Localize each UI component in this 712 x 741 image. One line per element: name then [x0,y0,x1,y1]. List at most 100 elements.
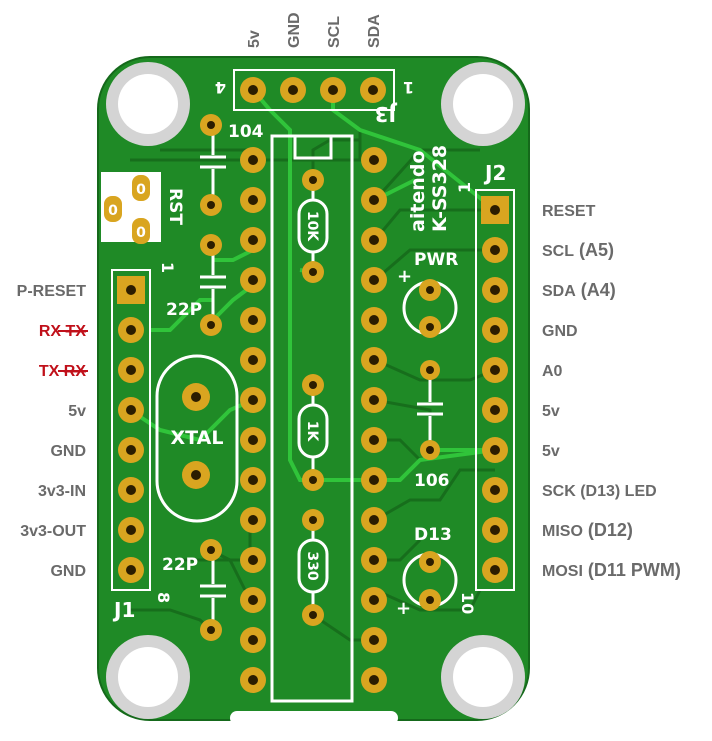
d13-plus-label: + [396,598,411,619]
j3-pin-pad-hole [368,85,378,95]
j3-pin-pad [280,77,306,103]
j3-outline [233,69,395,111]
right-pin-label: RESET [542,203,596,220]
jumper-pad [132,175,150,201]
j2-pin-pad-hole [490,565,500,575]
ic-pad [361,427,387,453]
j3-pin-pad [320,77,346,103]
board-edge-tab [230,711,398,725]
ic-pad [240,267,266,293]
right-pin-label: MOSI (D11 PWM) [542,560,681,580]
ic-pad-hole [369,235,379,245]
xtal-label: XTAL [171,427,224,449]
d13-label: D13 [414,525,452,545]
resistor-330-pad-hole [309,611,317,619]
j3-pin-pad-hole [248,85,258,95]
cap-22p-top-label: 22P [166,300,202,320]
right-pin-label: SCK (D13) LED [542,483,657,500]
mounting-hole-center [453,647,513,707]
jumper-label-0b: 0 [108,203,118,219]
ic-pad-hole [248,515,258,525]
j1-pin-pad-hole [126,485,136,495]
j2-pin-pad-hole [490,485,500,495]
resistor-330-pad-hole [309,516,317,524]
j2-pin-pad [482,237,508,263]
j3-pin-pad [240,77,266,103]
xtal-pad-hole [191,392,201,402]
ic-left-pads [240,147,266,693]
xtal-pad-hole [191,470,201,480]
j1-pin-pad [118,357,144,383]
j2-outline [475,189,515,591]
ic-pad [361,627,387,653]
right-pin-label-main: A0 [542,363,563,380]
cap-22p-bottom-pad-hole [207,546,215,554]
left-pin-label-active: RX [39,323,66,340]
mounting-hole-center [118,74,178,134]
j1-pin-pad [118,517,144,543]
left-pin-label: 5v [68,403,86,420]
top-pin-label: SCL [326,16,343,48]
j1-pin-pad [117,276,145,304]
ic-pad [240,467,266,493]
j1-pin-pad [118,477,144,503]
right-pin-label-main: 5v [542,403,560,420]
xtal-outline [155,354,239,523]
ic-pad-hole [248,435,258,445]
ic-pad-hole [248,475,258,485]
resistor-10k-pad-hole [309,176,317,184]
rst-jumper: 0 0 0 [101,172,161,244]
right-pin-label: 5v [542,443,560,460]
j3-pin4-label: 4 [215,78,226,97]
ic-pad [240,387,266,413]
j2-pin-pad-hole [490,205,500,215]
j2-pin-pad [482,477,508,503]
j2-pin-pad [482,277,508,303]
j3-pads [240,77,386,103]
jumper-pad [132,218,150,244]
ic-pad [361,307,387,333]
resistor-1k-label: 1K [304,421,320,443]
left-pin-label: P-RESET [17,283,87,300]
d13-led-pad-hole [426,596,434,604]
ic-pad-hole [369,475,379,485]
ic-pad-hole [369,355,379,365]
j1-pin-pad-hole [126,445,136,455]
ic-pad-hole [369,435,379,445]
j2-pin-pad [482,557,508,583]
right-pin-label-main: MISO [542,523,583,540]
cap-22p-bottom-label: 22P [162,555,198,575]
right-pin-label-main: RESET [542,203,596,220]
j1-pin-pad [118,397,144,423]
ic-pad-hole [369,155,379,165]
j2-pin-pad-hole [490,365,500,375]
d13-led-pad-hole [426,558,434,566]
model-label: K-SS328 [429,145,451,232]
cap-22p-top-pad-hole [207,321,215,329]
resistor-1k-pad-hole [309,476,317,484]
left-pin8-label: 8 [154,592,173,603]
ic-notch [293,134,333,160]
j3-pin-pad-hole [328,85,338,95]
cap-104-pad-hole [207,121,215,129]
j1-pin-pad-hole [126,565,136,575]
cap-106-pad-hole [426,446,434,454]
j2-pads [481,196,509,583]
j1-pin-pad-hole [126,405,136,415]
j2-pin-pad-hole [490,405,500,415]
ic-pad [361,147,387,173]
ic-pad [240,587,266,613]
j2-pin-pad [481,196,509,224]
j3-label: J3 [375,102,398,126]
top-pin-label: GND [286,12,303,48]
right-pin-label-main: GND [542,323,578,340]
j1-pin-pad-hole [126,285,136,295]
left-pin-label: 3v3-OUT [20,523,86,540]
mounting-hole-center [118,647,178,707]
resistor-1k-pad-hole [309,381,317,389]
pwr-led-pad-hole [426,286,434,294]
ic-pad [361,347,387,373]
